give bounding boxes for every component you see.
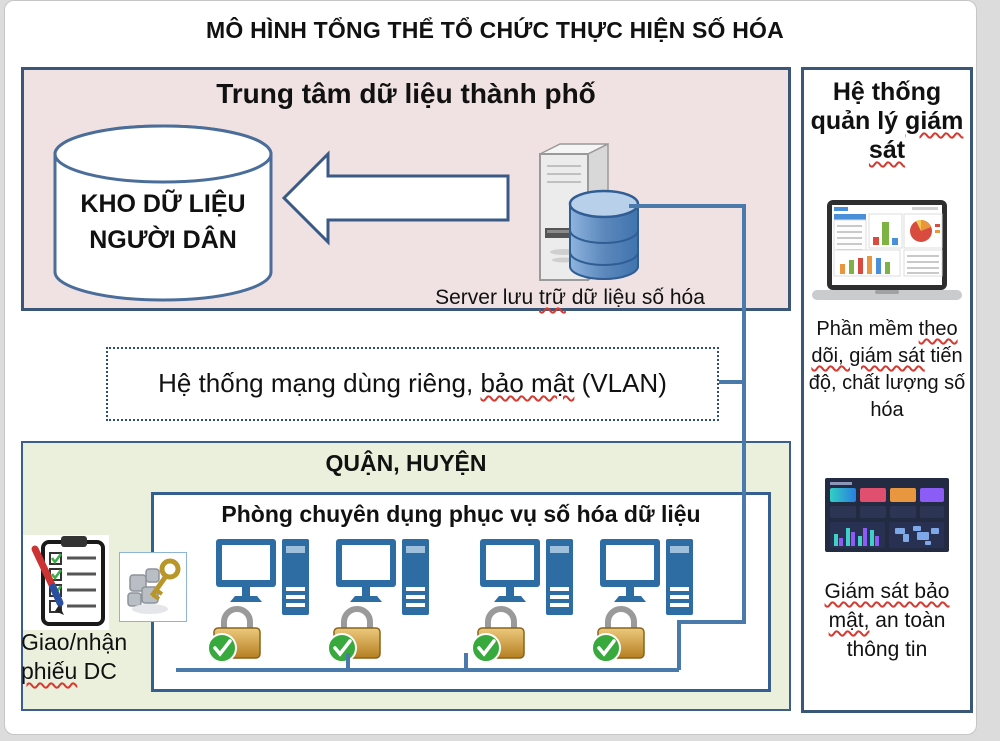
handover-label: Giao/nhận phiếu DC [21, 629, 128, 684]
monitoring-sidebar: Hệ thống quản lý giám sát [801, 67, 973, 713]
vlan-network-box: Hệ thống mạng dùng riêng, bảo mật (VLAN) [106, 347, 719, 421]
monitoring-title: Hệ thống quản lý giám sát [810, 78, 964, 164]
monitoring-progress-label: Phần mềm theo dõi, giám sát tiến độ, chấ… [808, 318, 966, 421]
desktop-computer-icon [336, 539, 429, 615]
page-title: MÔ HÌNH TỔNG THỂ TỔ CHỨC THỰC HIỆN SỐ HÓ… [206, 17, 784, 43]
key-icon [119, 552, 187, 622]
server-caption: Server lưu trữ dữ liệu số hóa [435, 286, 705, 309]
padlock-check-icon [471, 606, 525, 663]
padlock-check-icon [207, 606, 261, 663]
left-block-arrow-icon [281, 150, 510, 246]
server-database-icon [539, 142, 640, 282]
city-data-center-title: Trung tâm dữ liệu thành phố [216, 78, 596, 109]
padlock-check-icon [591, 606, 645, 663]
slide: MÔ HÌNH TỔNG THỂ TỔ CHỨC THỰC HIỆN SỐ HÓ… [4, 0, 977, 735]
district-title: QUẬN, HUYỆN [325, 450, 487, 476]
citizen-data-warehouse-label: KHO DỮ LIỆU NGƯỜI DÂN [80, 190, 246, 254]
dark-dashboard-icon [825, 478, 949, 552]
laptop-dashboard-icon [812, 200, 962, 300]
desktop-computer-icon [216, 539, 309, 615]
city-data-center-box: Trung tâm dữ liệu thành phố KHO DỮ LIỆU … [21, 67, 791, 311]
padlock-check-icon [327, 606, 381, 663]
checklist-clipboard-icon [23, 535, 109, 630]
digitization-room-box: Phòng chuyên dụng phục vụ số hóa dữ liệu [151, 492, 771, 692]
database-cylinder-icon [53, 124, 273, 302]
digitization-room-title: Phòng chuyên dụng phục vụ số hóa dữ liệu [221, 501, 701, 527]
monitoring-security-label: Giám sát bảo mật, an toàn thông tin [824, 580, 950, 661]
desktop-computer-icon [480, 539, 573, 615]
